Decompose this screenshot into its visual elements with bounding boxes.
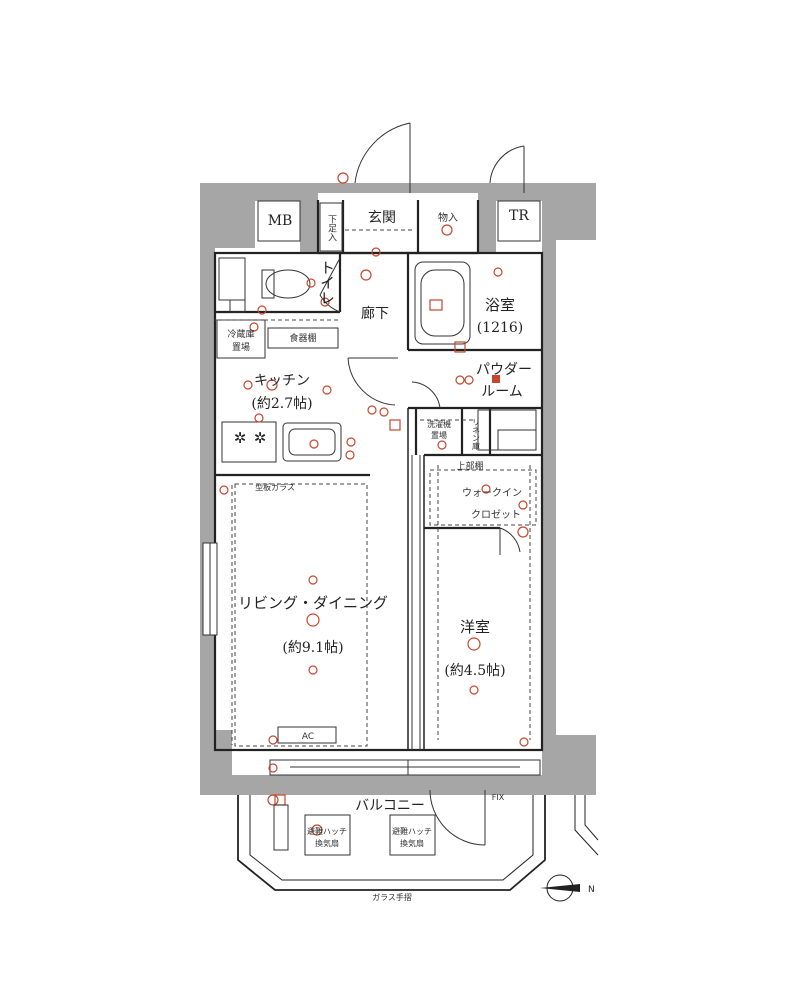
- label-shokki: 食器棚: [289, 332, 316, 344]
- label-hatch-2b: 換気扇: [400, 838, 424, 848]
- balcony-window: [269, 759, 541, 776]
- label-powder-1: パウダー: [476, 362, 532, 378]
- label-mb: MB: [268, 213, 293, 229]
- svg-text:✲: ✲: [254, 429, 267, 447]
- label-sentakuki-1: 洗濯機: [427, 419, 451, 429]
- compass: N: [540, 874, 595, 902]
- label-rouka: 廊下: [361, 305, 389, 322]
- label-kitchen-size: (約2.7帖): [251, 396, 312, 412]
- label-hatch-1a: 避難ハッチ: [307, 826, 347, 836]
- label-living-size: (約9.1帖): [282, 640, 343, 656]
- label-powder-2: ルーム: [481, 384, 523, 400]
- label-handrail: ガラス手摺: [372, 892, 412, 902]
- label-mono: 物入: [438, 211, 458, 224]
- label-walkin-1: ウォークイン: [462, 487, 522, 499]
- electrical-marks: [219, 172, 529, 836]
- compass-label: N: [588, 885, 595, 895]
- label-yokushitsu-size: (1216): [477, 320, 524, 336]
- fixtures: [216, 202, 537, 463]
- label-youshitsu-size: (約4.5帖): [444, 663, 505, 679]
- label-linen: リネン庫: [472, 418, 481, 451]
- interior-walls: [213, 200, 544, 752]
- balcony-outline: [237, 795, 599, 891]
- label-sentakuki-2: 置場: [431, 430, 447, 440]
- label-ac: AC: [302, 732, 314, 742]
- dashed-overlines: [215, 229, 537, 747]
- svg-text:✲: ✲: [234, 429, 247, 447]
- label-jotodana: 上部棚: [456, 460, 483, 472]
- label-youshitsu: 洋室: [460, 618, 490, 636]
- ac-box: [277, 726, 337, 744]
- label-kitchen: キッチン: [254, 373, 310, 389]
- label-tr: TR: [509, 208, 529, 224]
- label-reizoko-2: 置場: [232, 341, 250, 353]
- label-walkin-2: クロゼット: [471, 509, 521, 521]
- label-hatch-2a: 避難ハッチ: [392, 826, 432, 836]
- evacuation-hatches: [273, 804, 436, 856]
- exterior-walls: [200, 183, 596, 795]
- label-balcony: バルコニー: [355, 798, 425, 814]
- stove-burners: ✲ ✲: [234, 429, 267, 447]
- label-genkan: 玄関: [368, 209, 396, 226]
- label-reizoko-1: 冷蔵庫: [227, 328, 254, 340]
- label-toilet: トイレ: [318, 260, 336, 305]
- label-living: リビング・ダイニング: [238, 594, 388, 612]
- label-geta: 下足入: [326, 215, 337, 242]
- doors: [319, 122, 525, 846]
- ld-side-window: [202, 542, 218, 636]
- label-hatch-1b: 換気扇: [315, 838, 339, 848]
- label-fix: FIX: [492, 793, 505, 802]
- label-glass: 型板ガラス: [255, 482, 295, 492]
- label-yokushitsu: 浴室: [485, 296, 515, 314]
- room-labels: MB TR 玄関 下足入 物入 トイレ 廊下 浴室 (1216) パウダー ルー…: [227, 208, 532, 902]
